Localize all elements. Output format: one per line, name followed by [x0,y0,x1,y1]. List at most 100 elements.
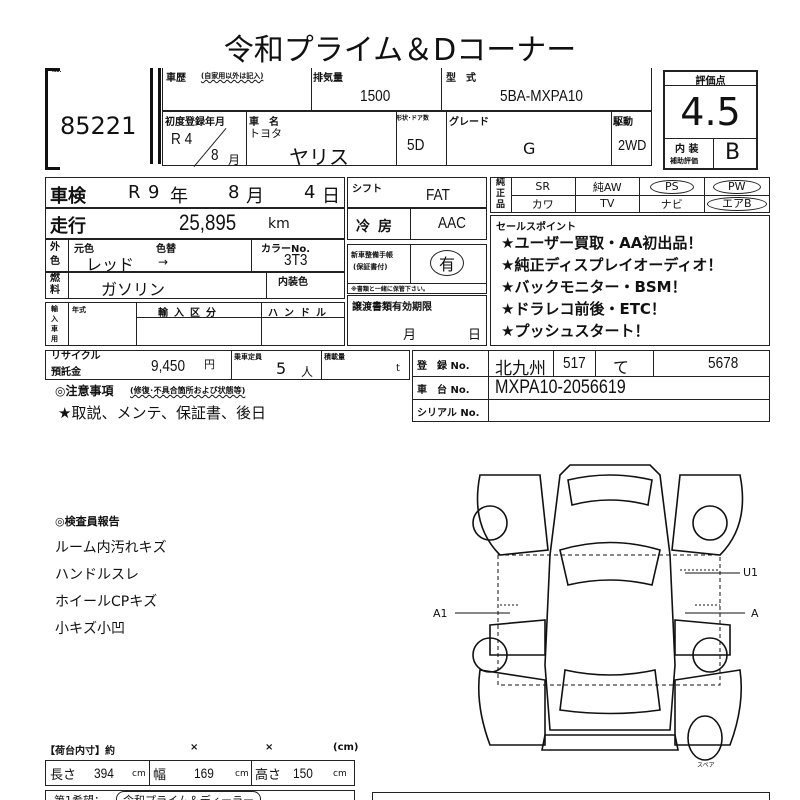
inspector-label: ◎検査員報告 [55,515,120,528]
chassis-number: MXPA10-2056619 [495,377,626,398]
import-row: 輸入車用 年式 輸入区分 ハンドル [45,302,345,346]
inspection-month: 8 [228,182,240,203]
inspector-item: ハンドルスレ [55,567,139,583]
lot-number: 85221 [60,112,137,140]
import-year-label: 年式 [72,306,86,314]
inspection-row: 車検 R 9 年 8 月 4 日 [45,177,345,209]
import-label: 輸入車用 [51,305,58,343]
color-value: レッド [86,255,135,274]
first-reg-year: R 4 [171,131,193,148]
registration-class: 517 [563,355,586,372]
ac-cell: 冷房 AAC [347,207,487,240]
score-value: 4.5 [680,90,741,134]
divider [150,68,161,164]
cargo-table: 長さ 394 cm 幅 169 cm 高さ 150 cm [45,760,355,786]
mileage-label: 走行 [50,216,86,237]
car-name-value: ヤリス [289,145,349,169]
hope-label: 第1希望： [54,792,105,800]
slash [193,128,227,167]
import-type-label: 輸入区分 [158,308,222,319]
cm-unit: cm [235,769,249,779]
inspector-item: ルーム内汚れキズ [55,540,167,556]
shift-label: シフト [352,184,382,195]
load-label: 積載量 [324,353,345,361]
equipment-item-label: 純AW [592,180,622,194]
shift-value: FAT [426,187,450,204]
color-row: 外色 元色 色替 レッド → カラーNo. 3T3 [45,238,345,274]
sheet-title: 令和プライム＆Dコーナー [223,33,577,68]
interior-label: 内 装 [675,144,699,155]
inspection-day: 4 [304,182,316,203]
car-name-label: 車 名 [249,117,279,128]
first-reg-cell: 初度登録年月 R 4 8 月 [162,110,247,167]
equipment-item-label: SR [535,180,551,193]
capacity-label: 乗車定員 [234,353,262,361]
transfer-day-unit: 日 [468,328,482,343]
sales-point: ★純正ディスプレイオーディオ！ [501,256,723,274]
doors-label: 形状･ドア数 [396,115,430,122]
notes-label: ◎注意事項 [55,384,114,398]
color-change-label: 色替 [156,244,176,255]
mileage-unit: km [268,216,290,232]
sales-points-cell: セールスポイント ★ユーザー買取・AA初出品！ ★純正ディスプレイオーディオ！ … [490,215,770,346]
lot-label: No. [52,68,62,74]
sales-points-label: セールスポイント [496,222,576,233]
interior-sublabel: 補助評価 [670,157,698,165]
registration-number: 5678 [708,355,739,372]
inspection-year: 9 [148,182,160,203]
inspector-list: ルーム内汚れキズ ハンドルスレ ホイールCPキズ 小キズ小凹 [55,535,167,643]
cargo-x: × [190,742,199,753]
model-code-value: 5BA-MXPA10 [500,88,583,105]
hope-box: 第1希望： 令和プライム＆ディーラー [45,790,355,800]
cargo-unit: (cm) [333,742,359,753]
recycle-value: 9,450 [151,358,186,375]
equipment-item-label: エアB [706,196,767,211]
height-value: 150 [293,765,313,781]
service-book-cell: 新車整備手帳 (保証書付) 有 ※書類と一緒に保管下さい。 [347,244,487,294]
equipment-item: カワ [511,195,576,212]
height-label: 高さ [255,768,282,783]
month-unit: 月 [246,186,264,207]
recycle-row: リサイクル 預託金 9,450 円 乗車定員 5 人 積載量 t [45,350,410,380]
grade-cell: グレード G [445,110,612,166]
history-label: 車歴 [166,73,186,84]
sales-point: ★ドラレコ前後・ETC！ [501,300,666,318]
inspector-item: ホイールCPキズ [55,594,158,610]
recycle-sublabel: 預託金 [51,367,81,378]
cm-unit: cm [333,769,347,779]
service-book-sublabel: (保証書付) [353,263,388,271]
doors-cell: 形状･ドア数 5D [395,110,447,166]
transfer-cell: 譲渡書類有効期限 月 日 [347,295,487,346]
equipment-item: ナビ [640,195,705,212]
displacement-label: 排気量 [313,73,343,84]
color-change: → [158,255,169,269]
car-diagram [455,464,745,761]
service-book-value: 有 [430,250,465,276]
color-no-label: カラーNo. [261,244,311,255]
fuel-value: ガソリン [101,280,166,299]
equipment-item: 純AW [576,178,640,195]
registration-label: 登 録 No. [417,361,470,372]
day-unit: 日 [322,186,340,207]
displacement-cell: 排気量 1500 [310,68,442,112]
interior-color-label: 内装色 [278,277,308,288]
cargo-label: 【荷台内寸】約 [45,746,115,757]
ac-label: 冷房 [356,219,400,235]
car-name-cell: 車 名 トヨタ ヤリス [245,110,397,169]
registration-block: 登 録 No. 北九州 517 て 5678 車 台 No. MXPA10-20… [412,350,770,422]
equipment-item-label: カワ [531,197,554,211]
first-reg-label: 初度登録年月 [165,117,225,128]
recycle-unit: 円 [204,358,215,371]
equipment-item: TV [576,195,640,212]
equipment-item: PW [705,178,770,195]
year-unit: 年 [170,186,188,207]
damage-mark-a: A [751,607,759,620]
inspection-label: 車検 [50,186,86,207]
equipment-item: SR [511,178,576,195]
model-code-label: 型 式 [446,73,476,84]
inspection-era: R [128,182,141,203]
lot-bracket [45,68,60,170]
hope-value: 令和プライム＆ディーラー [116,791,262,800]
orig-color-label: 元色 [74,244,94,255]
